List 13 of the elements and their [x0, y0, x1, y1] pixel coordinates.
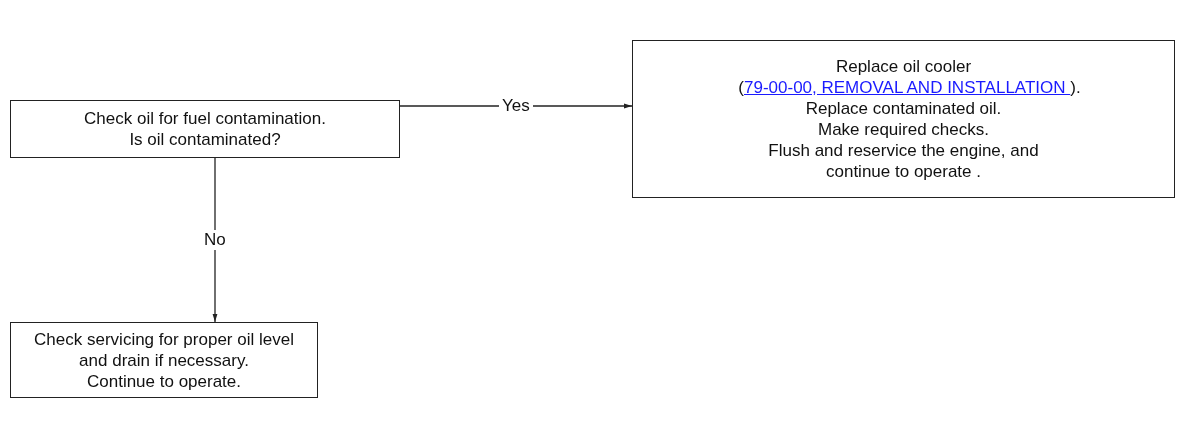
box-text: Replace oil cooler [835, 56, 972, 77]
box-text: Continue to operate. [86, 370, 242, 392]
box-text: Replace contaminated oil. [805, 98, 1002, 119]
box-text: Is oil contaminated? [129, 129, 281, 150]
process-box [632, 40, 1175, 198]
box-text: Check oil for fuel contamination. [84, 108, 326, 129]
box-text: Check servicing for proper oil level and drain if necessary. [33, 328, 295, 371]
process-box [10, 322, 318, 398]
box-text: (79-00-00, REMOVAL AND INSTALLATION ). [738, 77, 1081, 98]
reference-link: 79-00-00, REMOVAL AND INSTALLATION [744, 78, 1067, 97]
process-box [10, 100, 400, 158]
box-text: Flush and reservice the engine, and continue to operate . [767, 140, 1040, 182]
box-text: Make required checks. [818, 119, 989, 140]
